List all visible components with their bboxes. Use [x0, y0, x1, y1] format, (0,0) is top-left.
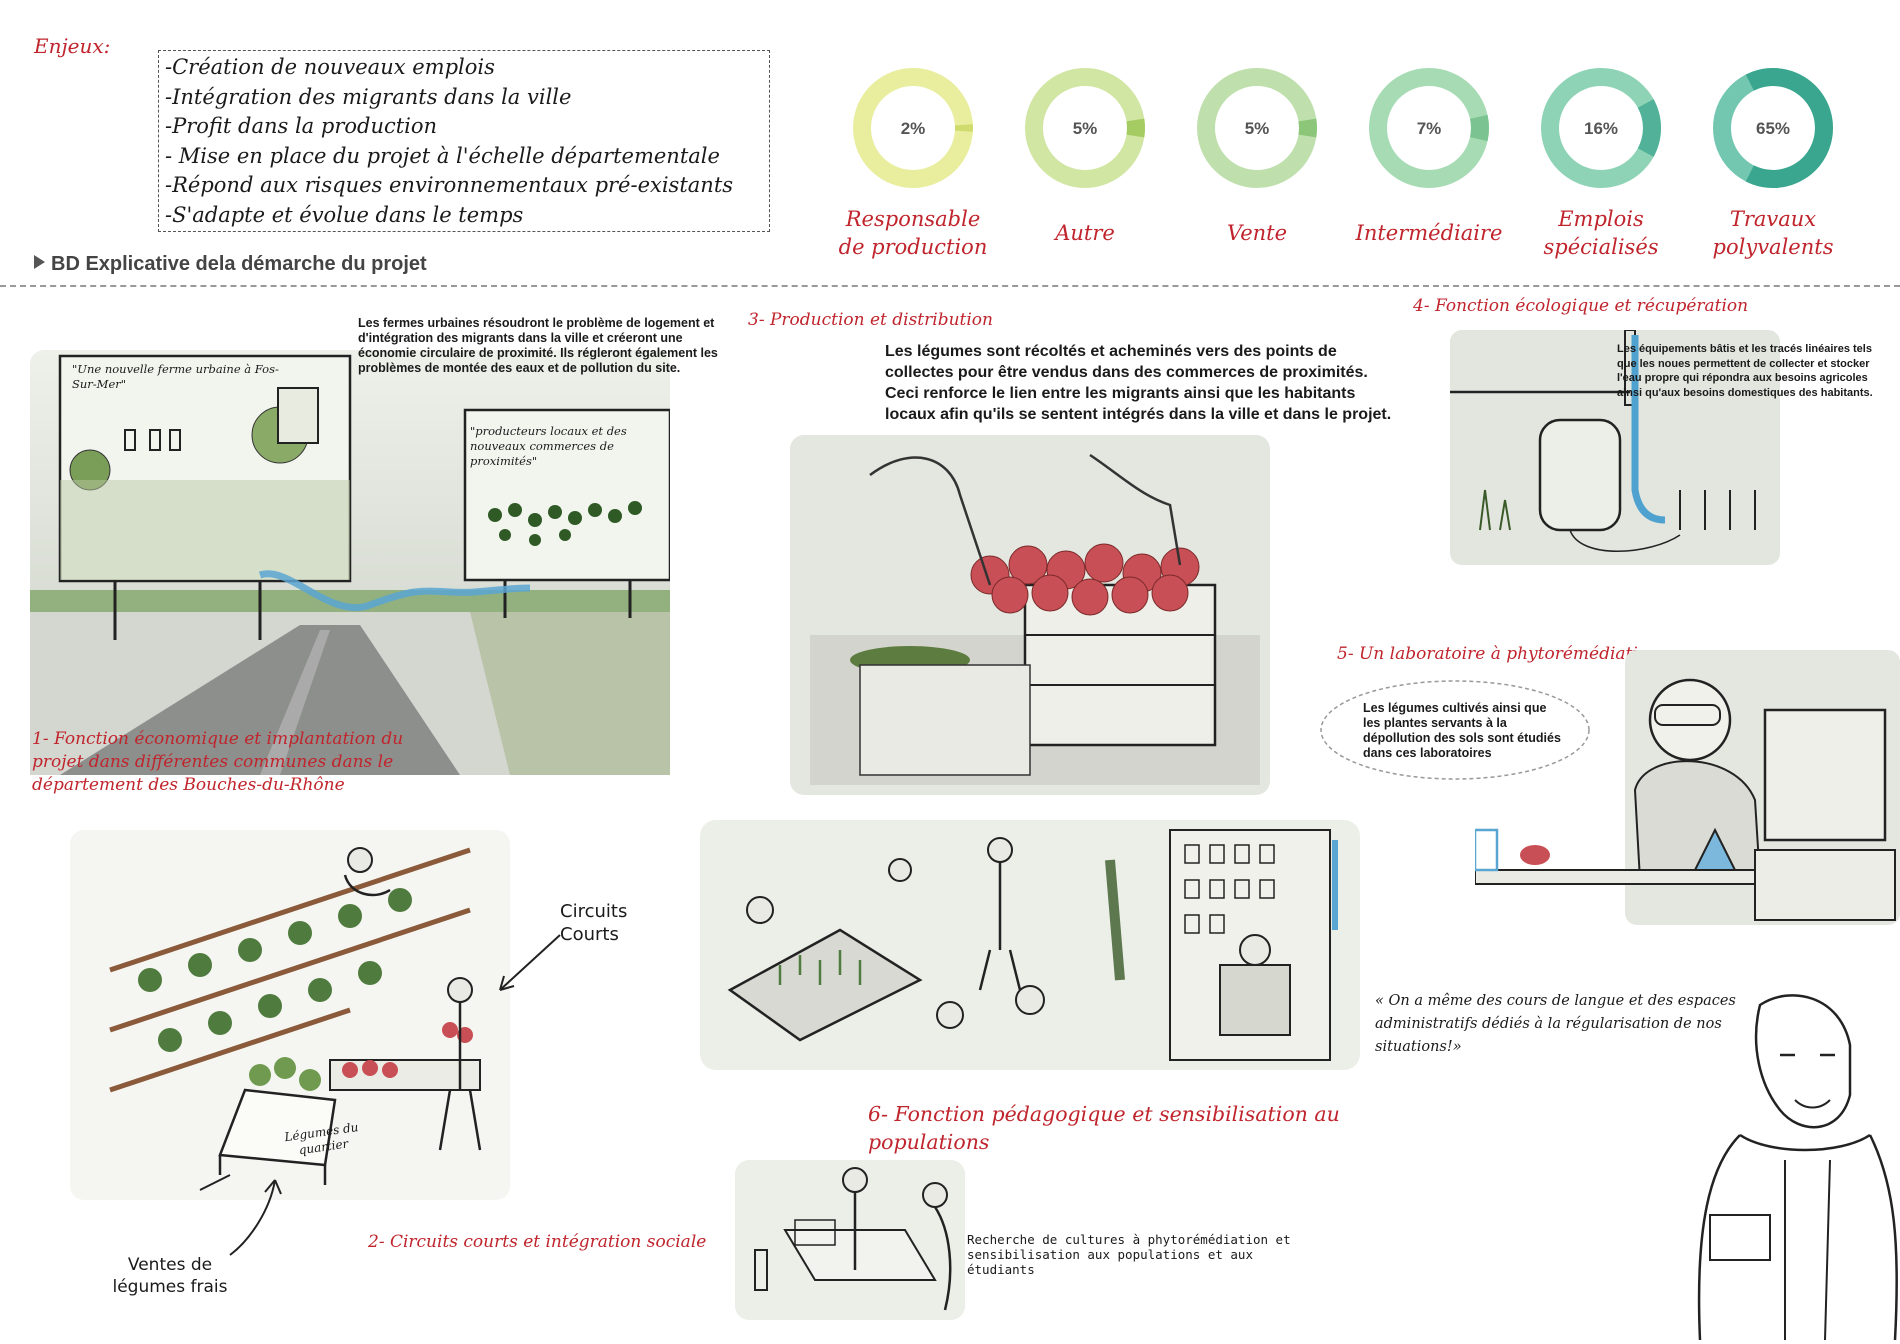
enjeux-item: -Intégration des migrants dans la ville [165, 84, 572, 109]
donut-caption: Emplois spécialisés [1516, 205, 1686, 261]
circuits-arrow [499, 934, 561, 991]
panel3-title: 3- Production et distribution [748, 310, 993, 330]
donut-hole [872, 87, 954, 169]
panel3-text: Les légumes sont récoltés et acheminés v… [885, 343, 1392, 423]
donut-caption: Vente [1172, 219, 1342, 247]
donut-caption: Responsable de production [828, 205, 998, 261]
enjeux-item: - Mise en place du projet à l'échelle dé… [165, 143, 720, 168]
panel4-illustration [1450, 330, 1780, 565]
panel1-bubble2: "producteurs locaux et des nouveaux comm… [470, 424, 627, 468]
donut-slice [1126, 118, 1145, 138]
panel5-text: Les légumes cultivés ainsi que les plant… [1363, 701, 1561, 760]
panel5-bubble [1320, 680, 1590, 780]
portrait-illustration [1697, 994, 1898, 1340]
donut-4: 16% [1541, 68, 1661, 188]
enjeux-label: Enjeux: [34, 34, 111, 58]
panel4-text: Les équipements bâtis et les tracés liné… [1617, 343, 1873, 399]
donut-1: 5% [1025, 68, 1145, 188]
donut-0: 2% [853, 68, 973, 188]
panel3-illustration [790, 435, 1270, 795]
panel2-title: 2- Circuits courts et intégration social… [368, 1232, 707, 1252]
donut-value-label: 7% [1417, 119, 1442, 138]
donut-value-label: 65% [1756, 119, 1790, 138]
panel5-illustration [1475, 650, 1900, 925]
panel6-title: 6- Fonction pédagogique et sensibilisati… [868, 1102, 1340, 1154]
panel5-title: 5- Un laboratoire à phytorémédiation [1337, 644, 1660, 664]
donut-value-label: 5% [1073, 119, 1098, 138]
panel6-text: Recherche de cultures à phytorémédiation… [967, 1232, 1291, 1277]
play-triangle-icon [34, 255, 45, 269]
donut-caption: Travaux polyvalents [1688, 205, 1858, 261]
donut-caption-line: Autre [1055, 221, 1115, 245]
enjeux-item: -Répond aux risques environnementaux pré… [165, 173, 734, 197]
donut-hole [1732, 87, 1814, 169]
panel4-title: 4- Fonction écologique et récupération [1413, 296, 1749, 316]
donut-hole [1560, 87, 1642, 169]
donut-captions: Responsable de production Autre Vente Interm… [820, 205, 1880, 265]
donut-caption-line: Travaux [1729, 207, 1817, 231]
donut-2: 5% [1197, 68, 1317, 188]
donut-hole [1044, 87, 1126, 169]
ventes-arrow [229, 1179, 282, 1256]
panel2-illustration [70, 830, 510, 1200]
panel6-lab-illustration [735, 1160, 965, 1320]
donut-caption-line: Intermédiaire [1355, 221, 1503, 245]
donut-hole [1388, 87, 1470, 169]
donut-slice [1469, 114, 1489, 142]
section-heading-text: BD Explicative dela démarche du projet [51, 253, 427, 275]
donut-charts: 2% 5% 5% 7% 16% 65% [853, 68, 1833, 188]
panel6-community-illustration [700, 820, 1360, 1070]
panel1-title: 1- Fonction économique et implantation d… [32, 729, 404, 795]
donut-5: 65% [1713, 68, 1833, 188]
panel1-bubble1: "Une nouvelle ferme urbaine à Fos-Sur-Me… [72, 362, 279, 391]
donut-slice [1298, 118, 1317, 138]
donut-caption: Autre [1000, 219, 1170, 247]
donut-value-label: 2% [901, 119, 926, 138]
enjeux-item: -Création de nouveaux emplois [165, 55, 495, 79]
donut-caption-line: polyvalents [1712, 235, 1834, 259]
donut-caption-line: Responsable [845, 207, 981, 231]
enjeux-item: -S'adapte et évolue dans le temps [165, 202, 524, 227]
dashed-divider [0, 285, 1900, 287]
panel1-illustration [30, 350, 670, 775]
donut-caption-line: Emplois [1558, 207, 1644, 231]
enjeux-list: -Création de nouveaux emplois -Intégrati… [158, 50, 770, 232]
panel2-ventes: Ventes de légumes frais [112, 1255, 228, 1297]
enjeux-item: -Profit dans la production [165, 114, 438, 138]
donut-caption: Intermédiaire [1344, 219, 1514, 247]
donut-caption-line: de production [838, 235, 988, 259]
donut-value-label: 5% [1245, 119, 1270, 138]
donut-hole [1216, 87, 1298, 169]
donut-3: 7% [1369, 68, 1489, 188]
migrant-quote: « On a même des cours de langue et des e… [1375, 993, 1736, 1055]
donut-value-label: 16% [1584, 119, 1618, 138]
donut-slice [1745, 68, 1833, 188]
donut-caption-line: Vente [1226, 221, 1288, 245]
donut-caption-line: spécialisés [1543, 235, 1659, 259]
donut-slice [1637, 99, 1661, 157]
section-heading: BD Explicative dela démarche du projet [34, 253, 427, 276]
panel1-text: Les fermes urbaines résoudront le problè… [358, 316, 718, 375]
panel2-circuits: Circuits Courts [560, 901, 628, 945]
